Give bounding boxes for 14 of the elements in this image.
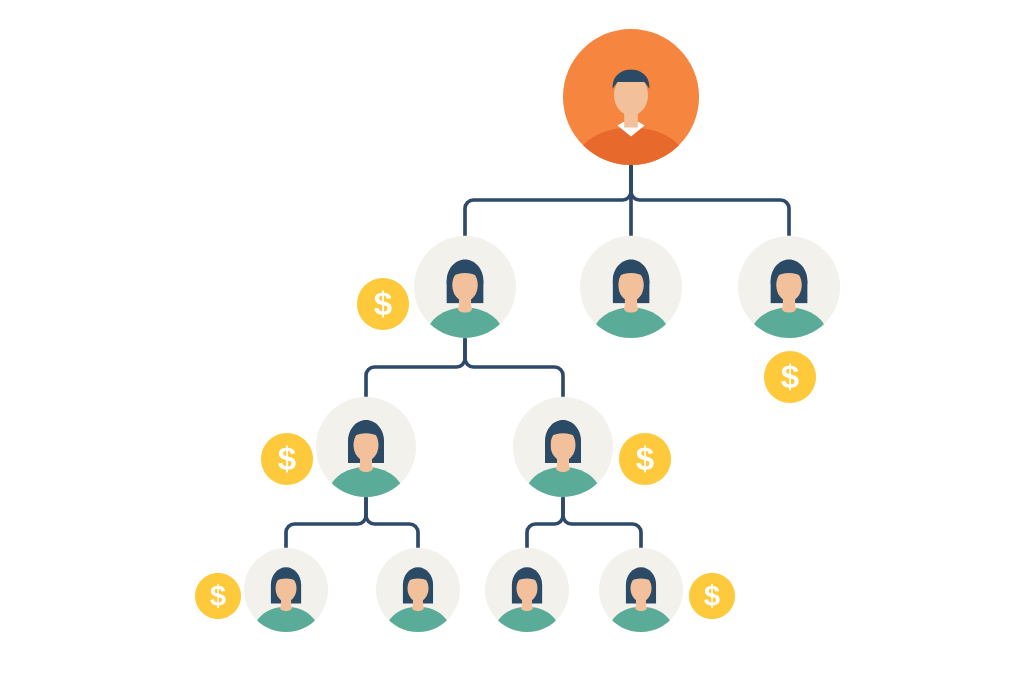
- connector-line: [364, 497, 420, 548]
- person-avatar: [414, 236, 516, 338]
- connector-line: [561, 497, 643, 548]
- person-avatar: [738, 236, 841, 338]
- person-avatar: [485, 548, 569, 632]
- person-avatar: [599, 548, 683, 632]
- connector-line: [463, 338, 565, 397]
- person-avatar: [376, 548, 460, 632]
- connector-line: [629, 165, 791, 236]
- person-avatar: [513, 397, 613, 497]
- person-avatar: [316, 397, 416, 497]
- person-avatar: [580, 236, 683, 338]
- person-avatar: [563, 28, 700, 165]
- person-avatar: [244, 548, 328, 632]
